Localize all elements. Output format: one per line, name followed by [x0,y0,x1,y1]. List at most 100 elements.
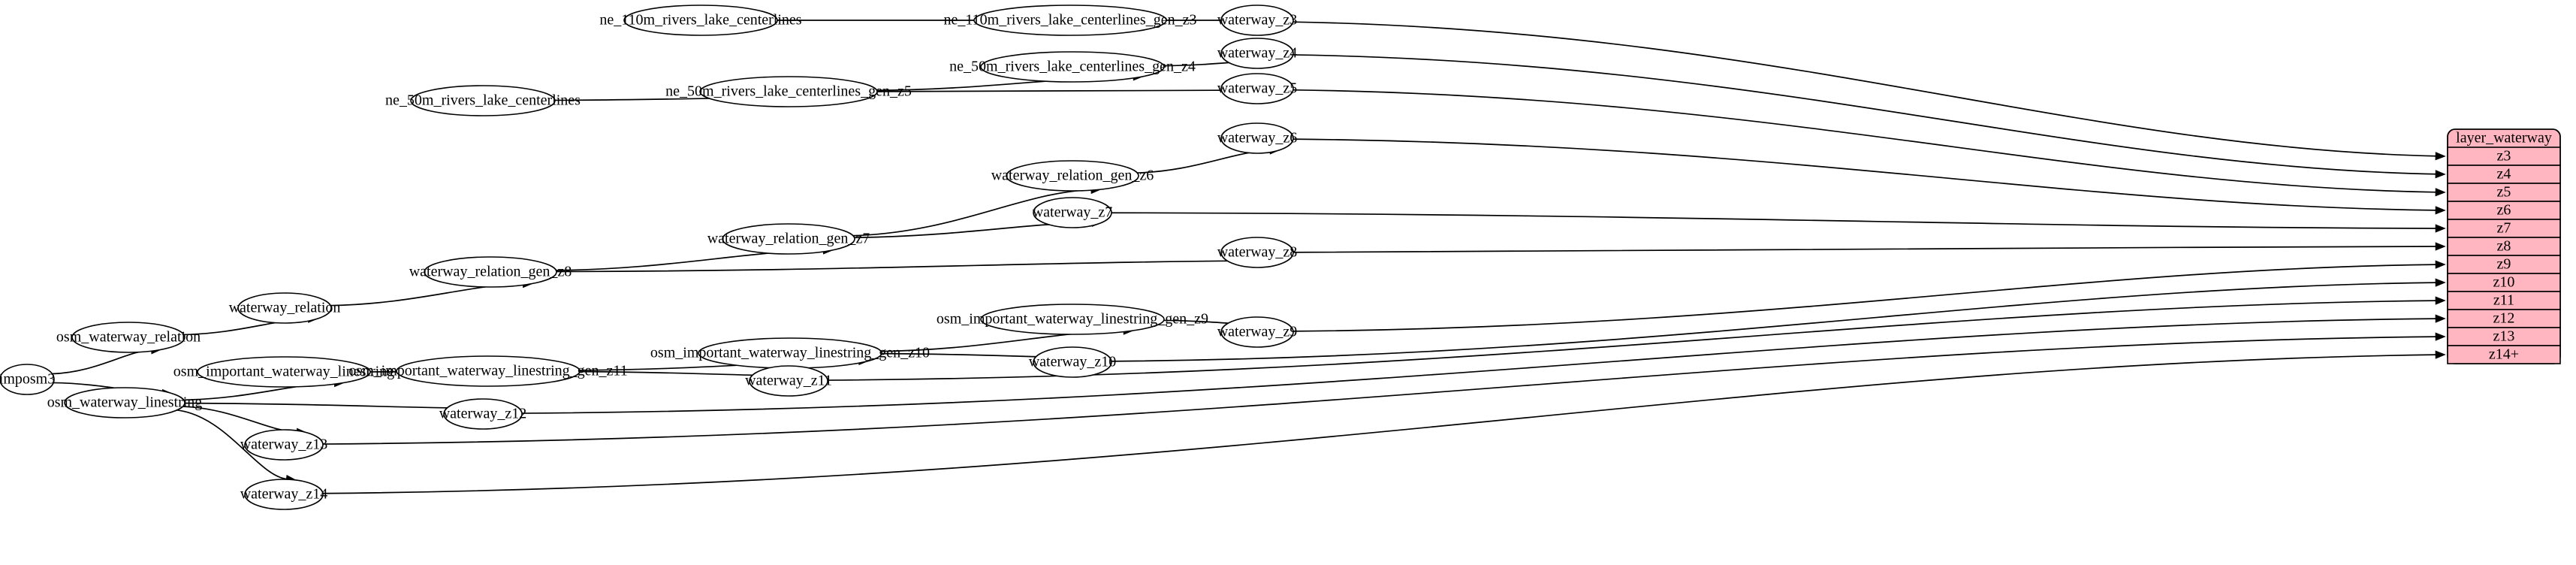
node-waterway_z3[interactable]: waterway_z3 [1217,5,1298,36]
edge-waterway_z14-to-layer_waterway-z14+ [321,354,2437,494]
layer-table-row-z7[interactable] [2447,219,2561,238]
edge-arrowhead [2435,224,2446,233]
node-waterway_z5[interactable]: waterway_z5 [1217,73,1298,104]
edge-arrowhead [2435,152,2446,161]
edge-waterway_z9-to-layer_waterway-z9 [1292,264,2437,332]
layer-table-row-z8[interactable] [2447,237,2561,256]
node-shape [1220,73,1294,104]
edge-waterway_z12-to-layer_waterway-z12 [520,318,2437,414]
node-waterway_z7[interactable]: waterway_z7 [1033,197,1113,228]
layer-waterway-table: layer_waterwayz3z4z5z6z7z8z9z10z11z12z13… [2447,128,2561,364]
node-shape [244,429,324,461]
edge-arrowhead [2435,278,2446,287]
edge-waterway_z13-to-layer_waterway-z13 [321,336,2437,445]
edge-waterway_z7-to-layer_waterway-z7 [1109,212,2437,229]
node-waterway_relation_gen_z7[interactable]: waterway_relation_gen_z7 [707,223,870,255]
node-shape [973,5,1167,36]
edge-arrowhead [2435,242,2446,251]
node-shape [623,5,778,36]
edge-waterway_relation_gen_z7-to-waterway_relation_gen_z6 [850,189,1092,237]
edge-waterway_relation_gen_z8-to-waterway_z8 [554,260,1279,273]
node-shape [1220,5,1294,36]
node-waterway_z10[interactable]: waterway_z10 [1029,346,1117,378]
edges-layer [50,16,2446,494]
edge-waterway_z5-to-layer_waterway-z5 [1291,89,2437,193]
node-waterway_z4[interactable]: waterway_z4 [1217,38,1298,69]
node-waterway_relation[interactable]: waterway_relation [229,292,341,324]
node-shape [443,398,523,430]
node-shape [1033,346,1112,378]
node-waterway_z12[interactable]: waterway_z12 [439,398,527,430]
node-waterway_z6[interactable]: waterway_z6 [1217,122,1298,154]
node-waterway_z11[interactable]: waterway_z11 [745,365,832,397]
node-ne_110m_rivers_lake_centerlines[interactable]: ne_110m_rivers_lake_centerlines [599,5,802,36]
edge-arrowhead [2435,314,2446,323]
node-ne_50m_rivers_lake_centerlines_gen_z4[interactable]: ne_50m_rivers_lake_centerlines_gen_z4 [949,51,1196,83]
edge-waterway_z10-to-layer_waterway-z10 [1109,282,2437,362]
node-waterway_relation_gen_z8[interactable]: waterway_relation_gen_z8 [409,256,572,288]
edge-osm_waterway_linestring-to-waterway_z14 [174,409,288,480]
edge-arrowhead [2435,206,2446,215]
node-shape [237,292,332,324]
edge-imposm3-to-osm_waterway_relation [50,349,152,375]
edge-waterway_z3-to-layer_waterway-z3 [1291,21,2437,157]
node-shape [722,223,855,255]
node-osm_waterway_linestring[interactable]: osm_waterway_linestring [47,387,203,418]
node-waterway_z13[interactable]: waterway_z13 [240,429,328,461]
layer-table-row-z9[interactable] [2447,255,2561,274]
layer-table-row-z4[interactable] [2447,165,2561,184]
edge-waterway_relation_gen_z6-to-waterway_z6 [1134,150,1271,174]
edge-waterway_z4-to-layer_waterway-z4 [1291,54,2437,175]
edge-arrowhead [2435,350,2446,359]
layer-table-row-z5[interactable] [2447,183,2561,202]
layer-table-row-z14plus[interactable] [2447,345,2561,364]
node-shape [197,356,371,388]
node-ne_110m_rivers_lake_centerlines_gen_z3[interactable]: ne_110m_rivers_lake_centerlines_gen_z3 [944,5,1197,36]
layer-table-row-z13[interactable] [2447,327,2561,346]
edge-arrowhead [2435,188,2446,197]
edge-arrowhead [2435,296,2446,305]
node-shape [1006,160,1139,192]
node-osm_important_waterway_linestring[interactable]: osm_important_waterway_linestring [173,356,394,388]
node-shape [980,304,1165,335]
node-ne_50m_rivers_lake_centerlines_gen_z5[interactable]: ne_50m_rivers_lake_centerlines_gen_z5 [665,76,912,107]
node-waterway_z9[interactable]: waterway_z9 [1217,316,1298,348]
edge-arrowhead [2435,170,2446,179]
node-shape [1220,316,1294,348]
node-shape [0,364,55,395]
node-waterway_z8[interactable]: waterway_z8 [1217,237,1298,268]
edge-arrowhead [2435,260,2446,269]
layer-table-row-z12[interactable] [2447,309,2561,328]
node-shape [698,337,882,369]
node-ne_50m_rivers_lake_centerlines[interactable]: ne_50m_rivers_lake_centerlines [385,85,581,116]
node-shape [749,365,828,397]
layer-table-row-z11[interactable] [2447,291,2561,310]
node-shape [1220,237,1294,268]
node-osm_waterway_relation[interactable]: osm_waterway_relation [56,322,201,353]
node-waterway_z14[interactable]: waterway_z14 [240,479,328,510]
edge-osm_waterway_linestring-to-waterway_z13 [180,406,298,434]
edge-waterway_z8-to-layer_waterway-z8 [1292,246,2437,253]
layer-table-row-z10[interactable] [2447,273,2561,292]
node-waterway_relation_gen_z6[interactable]: waterway_relation_gen_z6 [991,160,1154,192]
edge-arrowhead [2435,332,2446,341]
edge-waterway_z6-to-layer_waterway-z6 [1291,138,2437,211]
node-shape [396,355,581,387]
node-imposm3[interactable]: imposm3 [0,364,55,395]
node-osm_important_waterway_linestring_gen_z9[interactable]: osm_important_waterway_linestring_gen_z9 [937,304,1208,335]
node-shape [980,51,1165,83]
node-shape [1220,122,1294,154]
node-shape [699,76,878,107]
node-shape [410,85,556,116]
node-shape [1220,38,1294,69]
node-shape [64,387,186,418]
node-shape [424,256,557,288]
layer-table-row-z6[interactable] [2447,201,2561,220]
layer-table-row-z3[interactable] [2447,147,2561,166]
edge-waterway_z11-to-layer_waterway-z11 [825,300,2437,381]
node-shape [71,322,186,353]
node-shape [1033,197,1112,228]
